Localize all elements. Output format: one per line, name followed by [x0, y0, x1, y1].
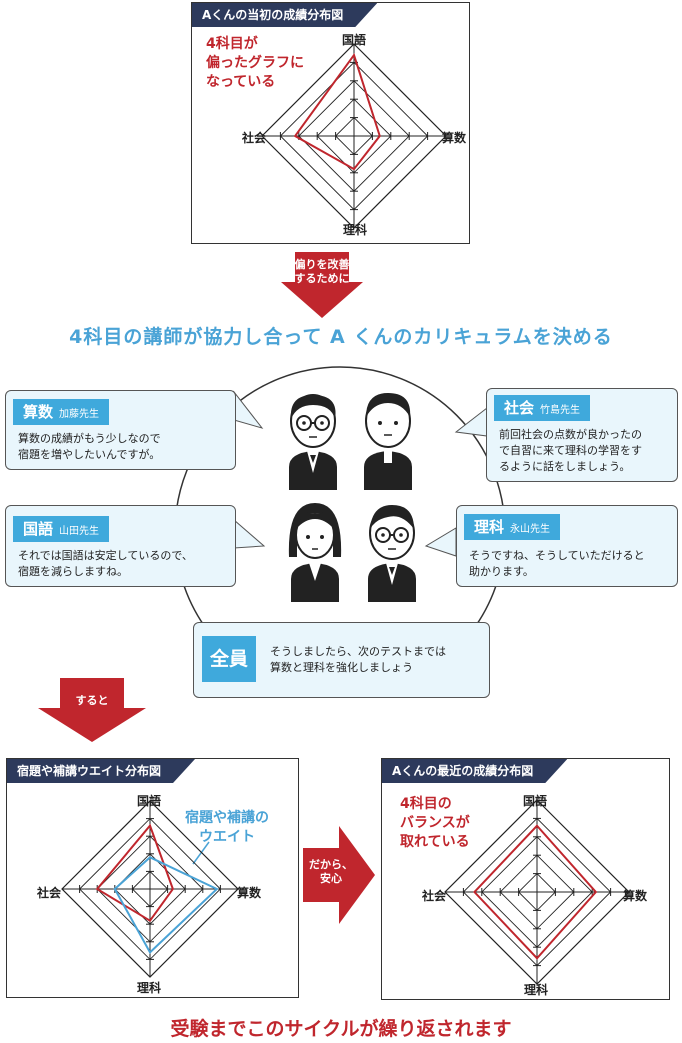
japanese-subject-label: 国語	[23, 520, 54, 538]
science-teacher-name: 永山先生	[510, 524, 551, 535]
radar-series-0	[95, 823, 174, 923]
axis-label-math: 算数	[442, 131, 467, 145]
social-teacher-name: 竹島先生	[540, 405, 581, 416]
recent-grade-note: 4科目の バランスが 取れている	[400, 796, 470, 850]
recent-grade-panel: Aくんの最近の成績分布図 4科目の バランスが 取れている 国語 算数 理科 社…	[381, 758, 670, 1000]
japanese-teacher-text: それでは国語は安定しているので、 宿題を減らしますね。	[18, 549, 193, 578]
math-teacher-name: 加藤先生	[59, 409, 100, 420]
reassure-arrow-text: だから、 安心	[309, 858, 353, 885]
result-arrow	[38, 678, 146, 742]
weight-axis-label-science: 理科	[137, 981, 162, 995]
weight-axis-label-math: 算数	[237, 886, 262, 900]
science-teacher-text: そうですね、そうしていただけると 助かります。	[469, 549, 645, 578]
radar-series-1	[113, 856, 219, 954]
weight-note: 宿題や補講の ウエイト	[185, 810, 269, 845]
initial-grade-title: Aくんの当初の成績分布図	[192, 3, 377, 27]
axis-label-science: 理科	[343, 223, 368, 237]
result-arrow-text: すると	[75, 694, 109, 707]
axis-label-japanese: 国語	[342, 33, 367, 47]
teacher-takeshima-icon	[364, 393, 412, 490]
math-teacher-bubble: 算数加藤先生 算数の成績がもう少しなので 宿題を増やしたいんですが。	[5, 390, 236, 470]
social-teacher-tag: 社会竹島先生	[494, 395, 591, 421]
headline: 4科目の講師が協力し合って A くんのカリキュラムを決める	[69, 326, 613, 348]
footer-message: 受験までこのサイクルが繰り返されます	[170, 1018, 512, 1040]
recent-axis-label-science: 理科	[524, 983, 549, 997]
weight-panel: 宿題や補講ウエイト分布図 宿題や補講の ウエイト 国語 算数 理科 社会	[6, 758, 299, 998]
weight-axis-label-social: 社会	[37, 886, 62, 900]
math-teacher-tag: 算数加藤先生	[13, 399, 110, 425]
weight-radar-chart	[61, 800, 239, 978]
recent-axis-label-social: 社会	[422, 889, 447, 903]
weight-note-pointer	[192, 841, 210, 865]
teacher-nagayama-icon	[368, 505, 416, 602]
science-subject-label: 理科	[474, 518, 505, 536]
axis-label-social: 社会	[242, 131, 267, 145]
recent-grade-radar-chart	[444, 799, 630, 985]
initial-grade-panel: Aくんの当初の成績分布図 4科目が 偏ったグラフに なっている 国語 算数 理科…	[191, 2, 470, 244]
math-teacher-text: 算数の成績がもう少しなので 宿題を増やしたいんですが。	[18, 432, 161, 461]
all-teachers-text: そうしましたら、次のテストまでは 算数と理科を強化しましょう	[270, 645, 446, 674]
weight-panel-title: 宿題や補講ウエイト分布図	[7, 759, 195, 783]
initial-grade-note: 4科目が 偏ったグラフに なっている	[206, 36, 304, 90]
reassure-arrow	[303, 826, 375, 924]
all-teachers-tag: 全員	[202, 636, 257, 682]
radar-series-0	[293, 52, 381, 171]
weight-axis-label-japanese: 国語	[137, 794, 162, 808]
recent-grade-title: Aくんの最近の成績分布図	[382, 759, 567, 783]
teacher-yamada-icon	[288, 503, 342, 602]
japanese-teacher-bubble: 国語山田先生 それでは国語は安定しているので、 宿題を減らしますね。	[5, 505, 236, 587]
radar-series-0	[473, 824, 598, 960]
all-subject-label: 全員	[210, 648, 249, 670]
social-teacher-bubble: 社会竹島先生 前回社会の点数が良かったの で自習に来て理科の学習をす るように話…	[486, 388, 678, 482]
initial-grade-radar-chart	[261, 43, 447, 229]
social-teacher-text: 前回社会の点数が良かったの で自習に来て理科の学習をす るように話をしましょう。	[499, 428, 642, 473]
japanese-teacher-name: 山田先生	[59, 526, 100, 537]
improve-arrow	[281, 252, 363, 318]
japanese-teacher-tag: 国語山田先生	[13, 516, 110, 542]
math-subject-label: 算数	[23, 403, 54, 421]
science-teacher-bubble: 理科永山先生 そうですね、そうしていただけると 助かります。	[456, 505, 678, 587]
improve-arrow-text: 偏りを改善 するために	[294, 258, 350, 285]
science-teacher-tag: 理科永山先生	[464, 514, 561, 540]
all-teachers-bubble: 全員 そうしましたら、次のテストまでは 算数と理科を強化しましょう	[193, 622, 490, 698]
teacher-katou-icon	[289, 394, 337, 490]
social-subject-label: 社会	[504, 399, 535, 417]
